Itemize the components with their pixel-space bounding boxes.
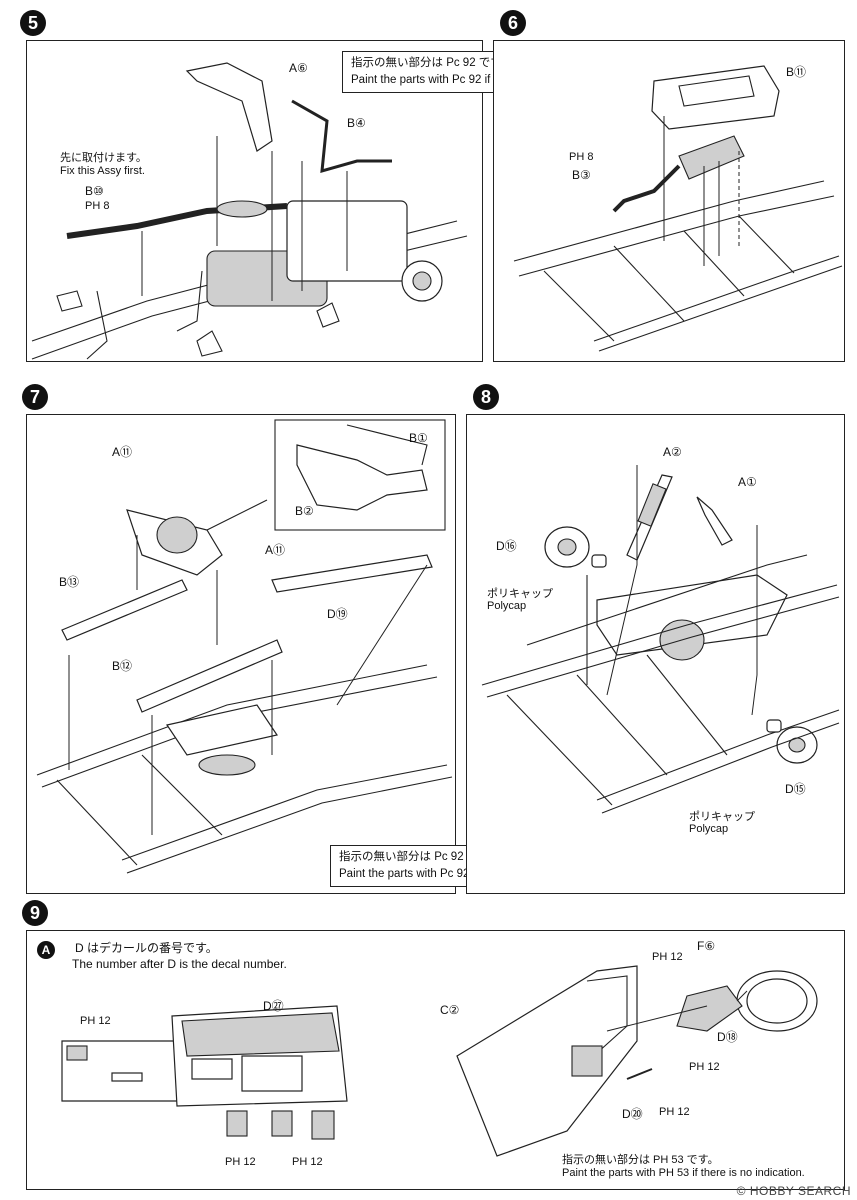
paint-note-jp: 指示の無い部分は Pc 92 です。 bbox=[339, 851, 501, 863]
step-6-illustration bbox=[513, 65, 843, 352]
part-label-b2: B② bbox=[295, 504, 314, 518]
step-5-panel: 指示の無い部分は Pc 92 です。 Paint the parts with … bbox=[26, 40, 612, 362]
part-label-f6: F⑥ bbox=[697, 939, 716, 953]
part-label-a11-mid: A⑪ bbox=[265, 543, 286, 557]
fix-first-jp: 先に取付けます。 bbox=[60, 152, 147, 164]
step-8-illustration bbox=[481, 465, 840, 814]
decal-note-jp: D はデカールの番号です。 bbox=[75, 941, 218, 955]
step-8-panel: A② A① D⑯ ポリキャップ Polycap ポリキャップ Polycap D… bbox=[466, 414, 845, 894]
step-5-illustration bbox=[31, 62, 468, 360]
step-9-panel: A D はデカールの番号です。 The number after D is th… bbox=[26, 930, 845, 1190]
step-9-badge: 9 bbox=[22, 900, 48, 926]
part-label-d27: D㉗ bbox=[263, 999, 284, 1013]
part-label-a6: A⑥ bbox=[289, 61, 308, 75]
polycap-label-en-1: Polycap bbox=[487, 600, 527, 612]
part-label-d15: D⑮ bbox=[785, 782, 806, 796]
polycap-label-jp-1: ポリキャップ bbox=[487, 588, 553, 600]
step-8-badge: 8 bbox=[473, 384, 499, 410]
paint-note-ph53-en: Paint the parts with PH 53 if there is n… bbox=[562, 1167, 805, 1179]
part-label-c2: C② bbox=[440, 1003, 460, 1017]
step-7-badge: 7 bbox=[22, 384, 48, 410]
step-9-illustration bbox=[61, 965, 818, 1157]
paint-code-ph12-b: PH 12 bbox=[225, 1156, 256, 1168]
paint-note-ph53-jp: 指示の無い部分は PH 53 です。 bbox=[562, 1154, 719, 1166]
paint-note-jp: 指示の無い部分は Pc 92 です。 bbox=[351, 57, 513, 69]
step-7-illustration bbox=[36, 419, 453, 874]
paint-code-ph12-f: PH 12 bbox=[659, 1106, 690, 1118]
watermark: © HOBBY SEARCH bbox=[736, 1184, 851, 1198]
step-6-panel: B⑪ PH 8 B③ bbox=[493, 40, 845, 362]
polycap-label-en-2: Polycap bbox=[689, 823, 729, 835]
part-label-b12: B⑫ bbox=[112, 659, 133, 673]
paint-code-ph12-d: PH 12 bbox=[652, 951, 683, 963]
paint-code-ph12-e: PH 12 bbox=[689, 1061, 720, 1073]
paint-code-ph8: PH 8 bbox=[569, 151, 594, 163]
part-label-b3: B③ bbox=[572, 168, 591, 182]
fix-first-en: Fix this Assy first. bbox=[60, 165, 145, 177]
paint-code-ph12-a: PH 12 bbox=[80, 1015, 111, 1027]
step-7-panel: A⑪ B① B② A⑪ B⑬ D⑲ B⑫ 指示の無い部分は Pc 92 です。 … bbox=[26, 414, 600, 894]
part-label-b1: B① bbox=[409, 431, 428, 445]
step-5-badge: 5 bbox=[20, 10, 46, 36]
part-label-d18: D⑱ bbox=[717, 1030, 738, 1044]
paint-code-ph12-c: PH 12 bbox=[292, 1156, 323, 1168]
part-label-b11: B⑪ bbox=[786, 65, 807, 79]
sub-step-a-badge: A bbox=[37, 941, 55, 959]
step-6-badge: 6 bbox=[500, 10, 526, 36]
part-label-b13: B⑬ bbox=[59, 575, 80, 589]
part-label-a2: A② bbox=[663, 445, 682, 459]
part-label-d19: D⑲ bbox=[327, 607, 348, 621]
polycap-label-jp-2: ポリキャップ bbox=[689, 811, 755, 823]
part-label-a1: A① bbox=[738, 475, 757, 489]
part-label-b4: B④ bbox=[347, 116, 366, 130]
part-label-a11-top: A⑪ bbox=[112, 445, 133, 459]
part-label-d20: D⑳ bbox=[622, 1107, 643, 1121]
paint-code-ph8: PH 8 bbox=[85, 200, 110, 212]
part-label-b10: B⑩ bbox=[85, 184, 104, 198]
decal-note-en: The number after D is the decal number. bbox=[72, 957, 287, 971]
part-label-d16: D⑯ bbox=[496, 539, 517, 553]
